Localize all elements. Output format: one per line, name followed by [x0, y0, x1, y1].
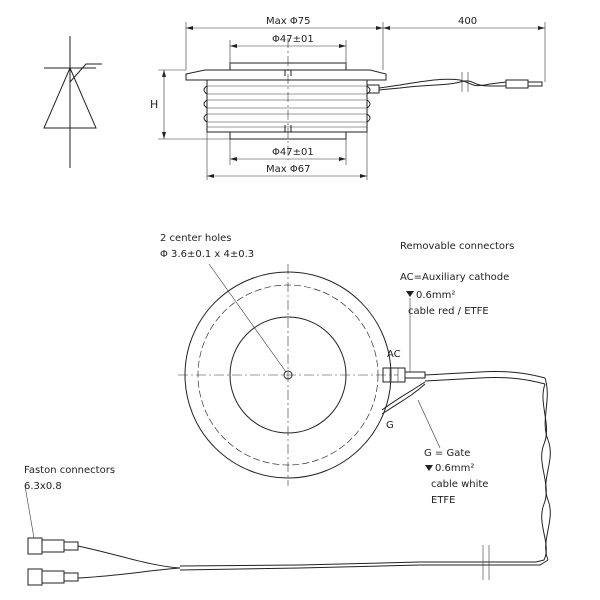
- g-title-label: G = Gate: [424, 448, 470, 459]
- thyristor-symbol: [43, 36, 102, 168]
- ac-title-label: AC=Auxiliary cathode: [400, 272, 509, 283]
- ac-tag-label: AC: [387, 349, 401, 360]
- faston-connectors-label: Faston connectors: [24, 465, 115, 476]
- g-size-label: 0.6mm²: [435, 463, 474, 474]
- dim-400-label: 400: [458, 16, 477, 27]
- dim-phi47-top-label: Φ47±01: [272, 34, 314, 45]
- dimension-lines: [162, 26, 545, 178]
- center-holes-size-label: Φ 3.6±0.1 x 4±0.3: [160, 249, 254, 260]
- g-cable-label: cable white: [431, 479, 488, 490]
- dim-h-label: H: [150, 98, 158, 111]
- center-holes-label: 2 center holes: [160, 233, 232, 244]
- faston-size-label: 6.3x0.8: [24, 481, 62, 492]
- ac-cable-label: cable red / ETFE: [408, 306, 489, 317]
- side-view: [158, 22, 546, 180]
- g-tag-label: G: [386, 420, 394, 431]
- dim-max-67-label: Max Φ67: [266, 164, 310, 175]
- g-material-label: ETFE: [431, 495, 456, 506]
- dim-max-75-label: Max Φ75: [266, 16, 310, 27]
- removable-connectors-label: Removable connectors: [400, 241, 514, 252]
- dim-phi47-bottom-label: Φ47±01: [272, 147, 314, 158]
- ac-size-label: 0.6mm²: [416, 290, 455, 301]
- plan-view: [24, 263, 551, 586]
